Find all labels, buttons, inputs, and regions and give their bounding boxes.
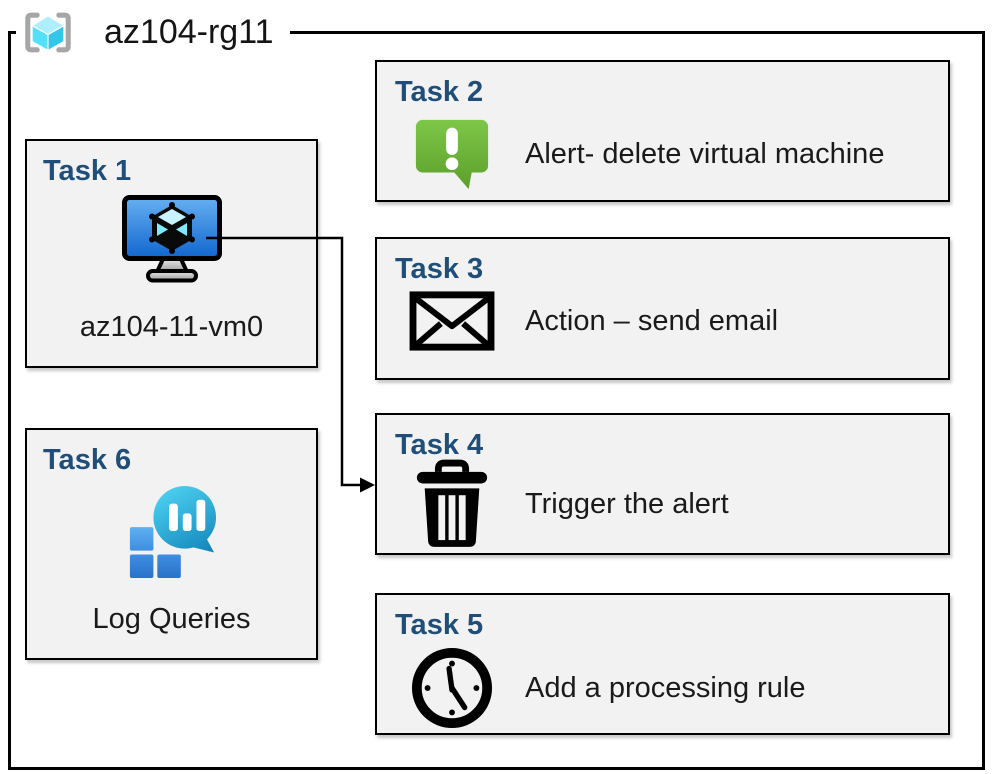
log-analytics-icon	[126, 484, 218, 580]
task-1-box: Task 1	[25, 139, 318, 368]
task-6-box: Task 6	[25, 428, 318, 660]
virtual-machine-icon	[121, 195, 222, 283]
task-2-heading: Task 2	[395, 76, 484, 108]
resource-group-legend: az104-rg11	[16, 3, 290, 61]
task-5-box: Task 5 Add a processing rule	[375, 593, 950, 735]
task-1-label: az104-11-vm0	[79, 311, 264, 343]
task-2-label: Alert- delete virtual machine	[525, 137, 885, 170]
resource-group-frame: az104-rg11 Task 1	[8, 3, 985, 770]
task-3-heading: Task 3	[395, 253, 484, 285]
task-6-label: Log Queries	[92, 603, 251, 635]
clock-icon	[407, 647, 497, 729]
task-4-box: Task 4 Trigger the alert	[375, 413, 950, 555]
trash-icon	[407, 459, 497, 549]
resource-group-title: az104-rg11	[104, 12, 274, 51]
task-3-box: Task 3 Action – send email	[375, 237, 950, 380]
task-5-label: Add a processing rule	[525, 671, 806, 704]
resource-group-icon	[25, 12, 71, 52]
task-4-heading: Task 4	[395, 429, 484, 461]
alert-message-icon	[407, 114, 497, 194]
task-4-label: Trigger the alert	[525, 487, 729, 520]
email-envelope-icon	[407, 291, 497, 351]
task-6-heading: Task 6	[43, 444, 132, 476]
task-5-heading: Task 5	[395, 609, 484, 641]
task-2-box: Task 2 Alert- delete	[375, 60, 950, 202]
task-3-label: Action – send email	[525, 304, 779, 337]
task-1-heading: Task 1	[43, 155, 132, 187]
